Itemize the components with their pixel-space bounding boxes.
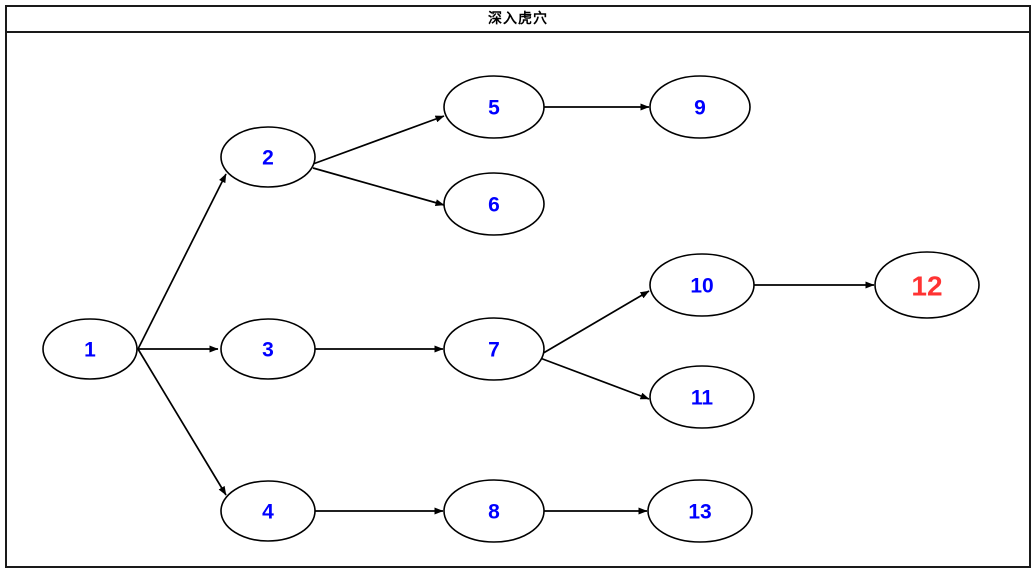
node-10-shape	[649, 253, 755, 317]
node-11-shape	[649, 365, 755, 429]
node-3-label: 3	[262, 339, 274, 362]
node-12[interactable]: 12	[874, 251, 980, 319]
node-3[interactable]: 3	[220, 318, 316, 380]
node-4-shape	[220, 480, 316, 542]
node-6-label: 6	[488, 194, 500, 217]
node-1-shape	[42, 318, 138, 380]
node-1[interactable]: 1	[42, 318, 138, 380]
title-bar: 深入虎穴	[7, 7, 1029, 33]
node-4-label: 4	[262, 501, 274, 524]
node-13[interactable]: 13	[647, 479, 753, 543]
node-6-shape	[443, 172, 545, 236]
node-12-label: 12	[911, 271, 942, 302]
node-4[interactable]: 4	[220, 480, 316, 542]
edge-1-to-2	[137, 173, 227, 350]
edge-2-to-5	[312, 115, 445, 165]
node-8-shape	[443, 479, 545, 543]
node-1-label: 1	[84, 339, 96, 362]
edge-1-to-4	[137, 348, 227, 496]
node-13-label: 13	[688, 501, 711, 524]
node-7[interactable]: 7	[443, 317, 545, 381]
node-9[interactable]: 9	[649, 75, 751, 139]
node-2-label: 2	[262, 147, 274, 170]
node-12-shape	[874, 251, 980, 319]
node-6[interactable]: 6	[443, 172, 545, 236]
node-13-shape	[647, 479, 753, 543]
node-7-shape	[443, 317, 545, 381]
node-2-shape	[220, 126, 316, 188]
node-9-shape	[649, 75, 751, 139]
node-5-label: 5	[488, 97, 500, 120]
node-10[interactable]: 10	[649, 253, 755, 317]
node-3-shape	[220, 318, 316, 380]
node-9-label: 9	[694, 97, 706, 120]
node-8-label: 8	[488, 501, 500, 524]
node-7-label: 7	[488, 339, 500, 362]
edge-7-to-11	[539, 357, 650, 400]
node-2[interactable]: 2	[220, 126, 316, 188]
node-10-label: 10	[690, 275, 713, 298]
node-11-label: 11	[691, 387, 714, 410]
edge-7-to-10	[539, 290, 650, 356]
page-title: 深入虎穴	[488, 11, 548, 27]
edge-2-to-6	[312, 167, 445, 207]
edges-group	[137, 103, 875, 515]
node-5[interactable]: 5	[443, 75, 545, 139]
node-8[interactable]: 8	[443, 479, 545, 543]
node-11[interactable]: 11	[649, 365, 755, 429]
node-5-shape	[443, 75, 545, 139]
